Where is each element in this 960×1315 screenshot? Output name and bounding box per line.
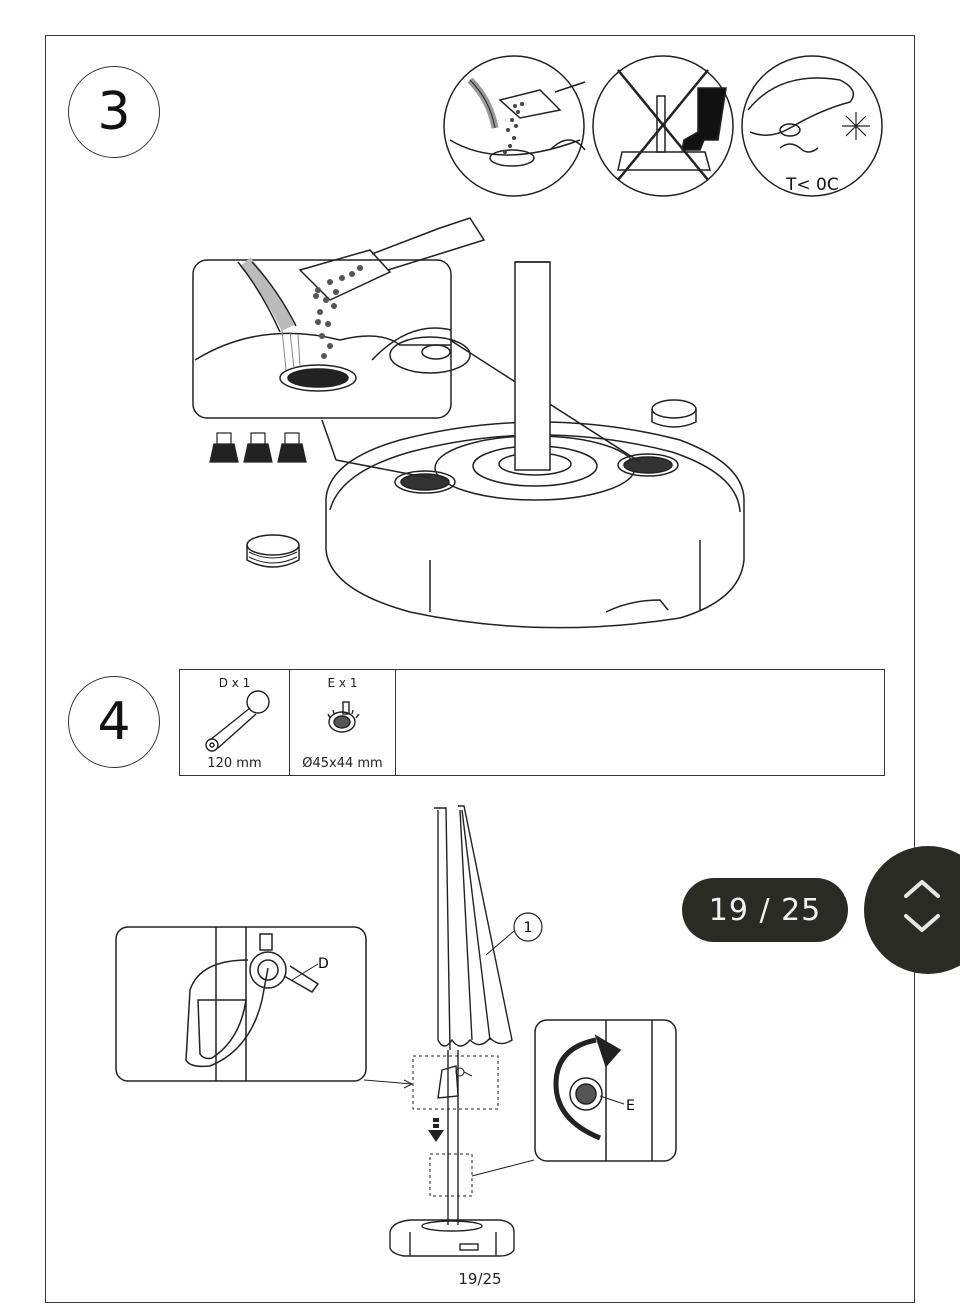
step-3-number: 3 [68,66,160,158]
part-e-qty: E x 1 [327,676,358,690]
crank-handle-icon [205,690,270,752]
callout-1-circle [513,912,543,942]
knob-icon [327,701,360,733]
chevron-up-down-icon [904,880,940,932]
callout-1-label: 1 [524,920,533,936]
base-caps [209,432,307,463]
down-arrow-icon [428,1118,444,1142]
sand-particles [313,265,363,359]
pole-stub [514,261,551,471]
page-indicator[interactable]: 19 / 25 [682,878,848,942]
page-frame [45,35,915,1303]
page-footer-number: 19/25 [458,1270,502,1288]
handle-detail-box [412,1055,499,1110]
plug-cap [246,399,697,568]
fill-sand-water-icon [443,55,586,197]
part-e-dim: Ø45x44 mm [302,756,383,771]
knob-detail-box [429,1153,473,1197]
sand-detail-inset [192,217,486,419]
umbrella-base-small [389,1219,515,1257]
part-d-qty: D x 1 [218,676,251,690]
callout-d-label: D [318,956,329,972]
part-e-cell: E x 1 Ø45x44 mm [290,670,396,775]
knob-inset [534,1019,677,1162]
part-d-dim: 120 mm [207,756,262,771]
freeze-warning-text: T< 0C [785,175,839,195]
callout-e-label: E [626,1098,635,1114]
closed-umbrella [434,805,513,1225]
step-4-number: 4 [68,676,160,768]
no-standing-icon [592,55,734,197]
dots-sand [503,102,524,154]
parts-table: D x 1 120 mm E x 1 Ø45x44 mm [179,669,885,776]
part-d-cell: D x 1 120 mm [180,670,290,775]
no-freezing-icon [741,55,883,197]
handle-inset [115,926,367,1082]
page-nav-button[interactable] [864,846,960,974]
step-3-illustration: T< 0C [192,55,883,629]
